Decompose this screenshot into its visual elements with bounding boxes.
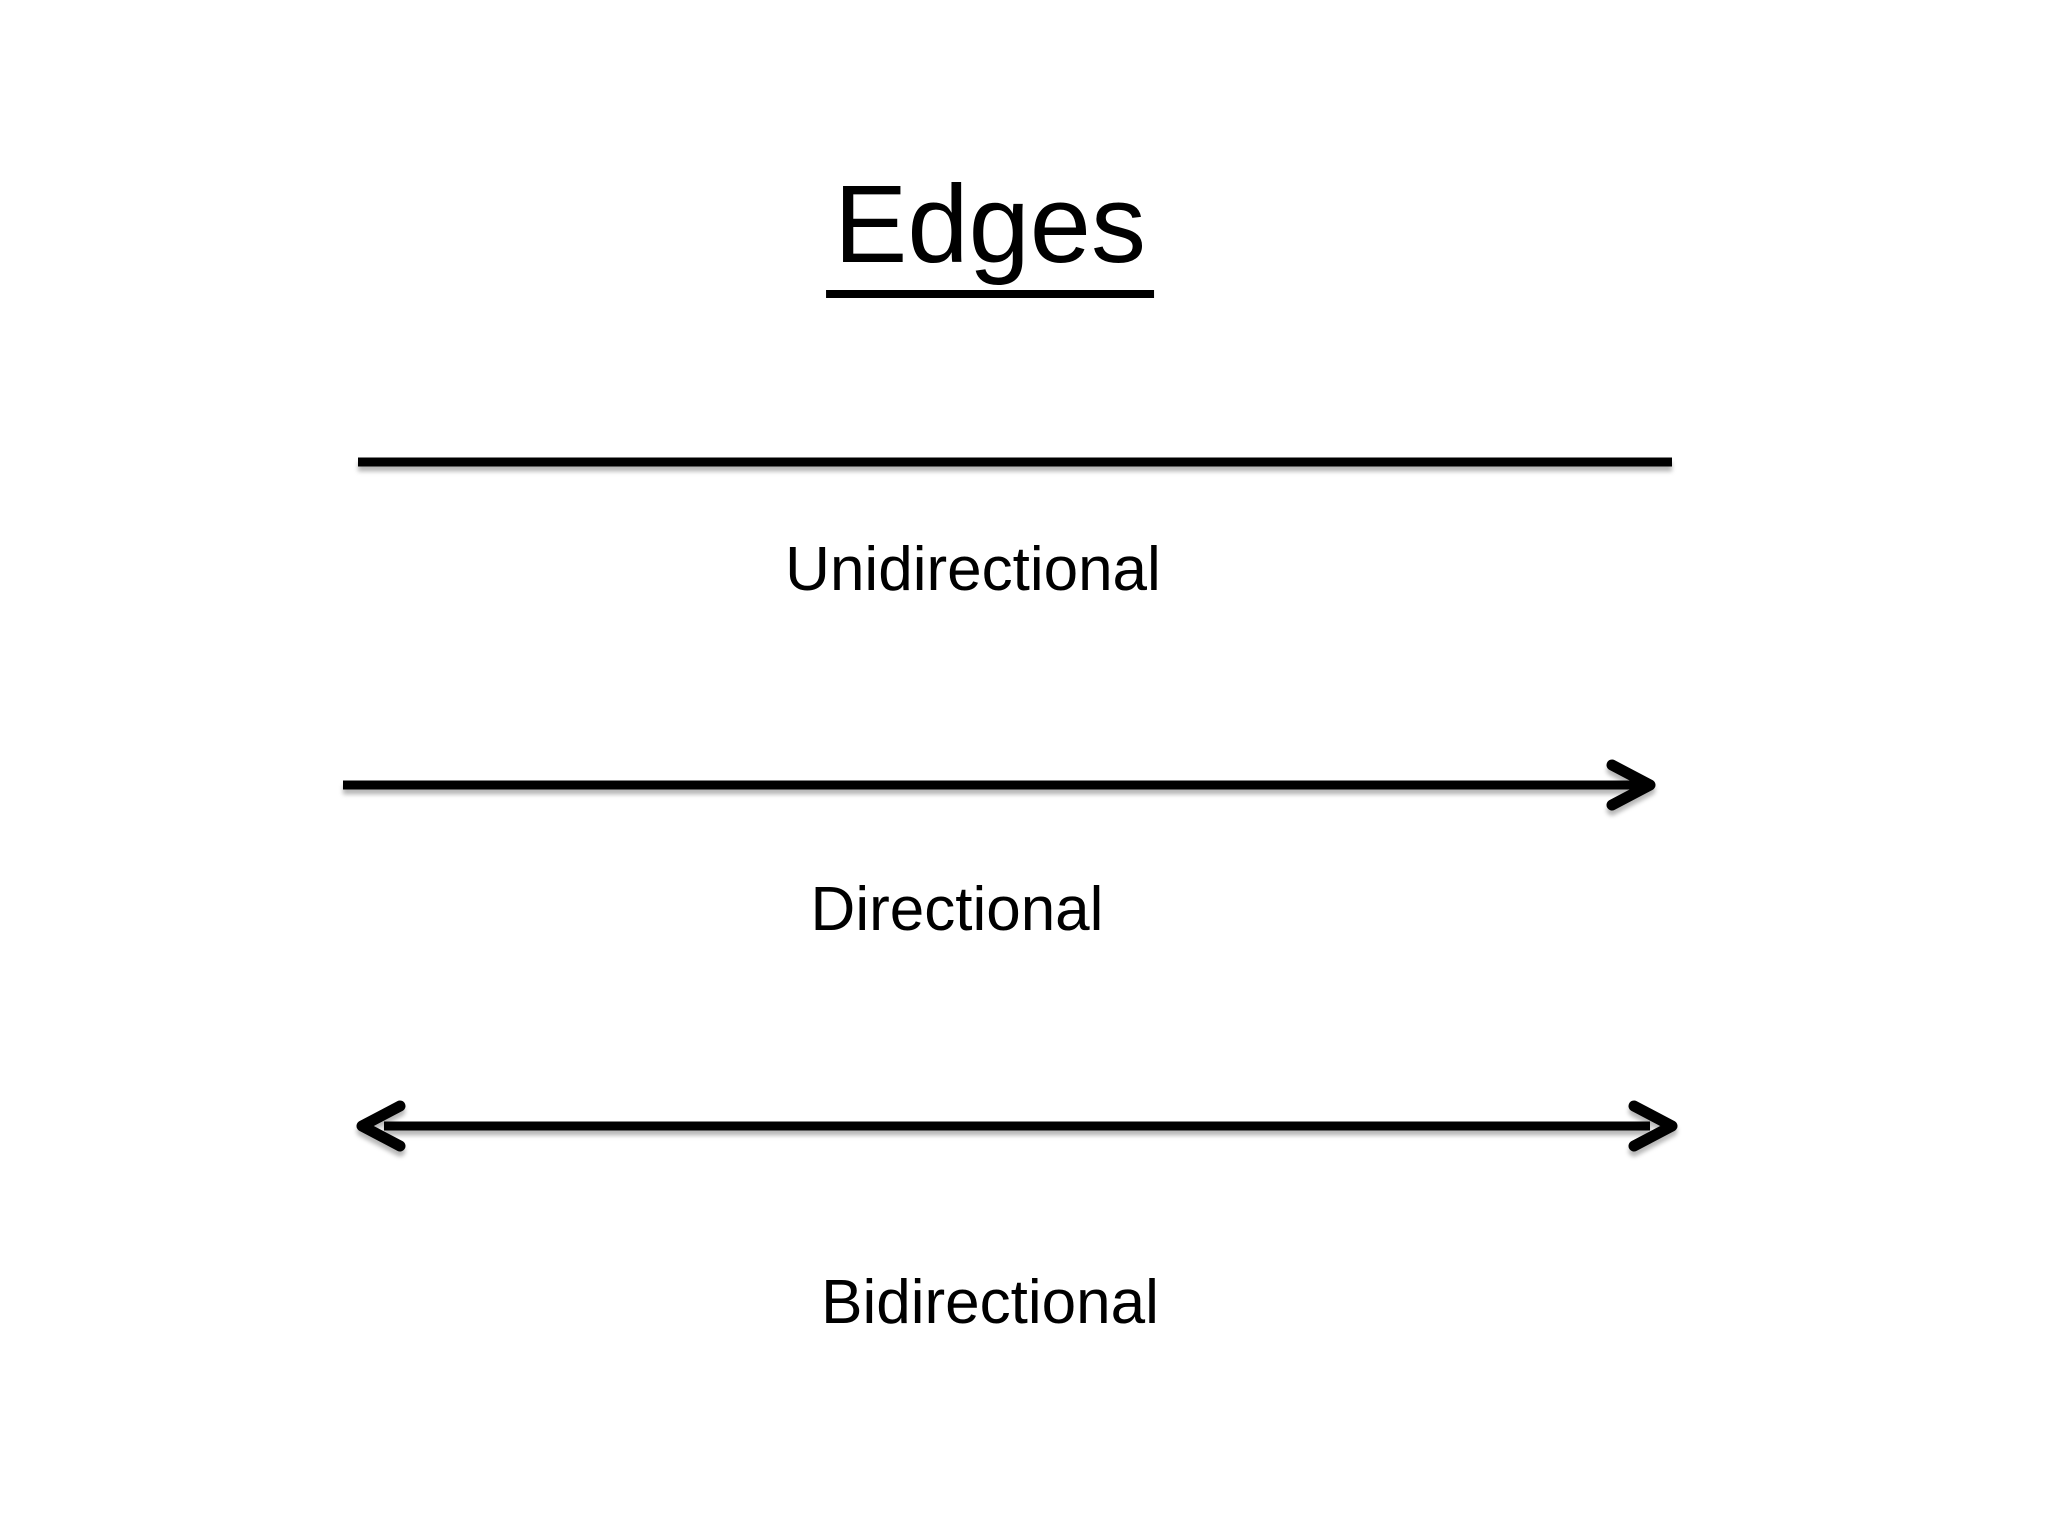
slide-title: Edges xyxy=(826,162,1154,299)
edge-label-directional: Directional xyxy=(810,875,1104,944)
right-arrowhead-icon xyxy=(1628,1100,1678,1152)
right-arrowhead-icon xyxy=(1606,759,1656,811)
unidirectional-edge-line xyxy=(358,457,1672,467)
bidirectional-edge-arrow xyxy=(356,1100,1678,1152)
directional-edge-arrow xyxy=(343,759,1656,811)
left-arrowhead-icon xyxy=(356,1100,406,1152)
edge-label-unidirectional: Unidirectional xyxy=(785,535,1161,604)
edge-label-bidirectional: Bidirectional xyxy=(821,1268,1159,1337)
